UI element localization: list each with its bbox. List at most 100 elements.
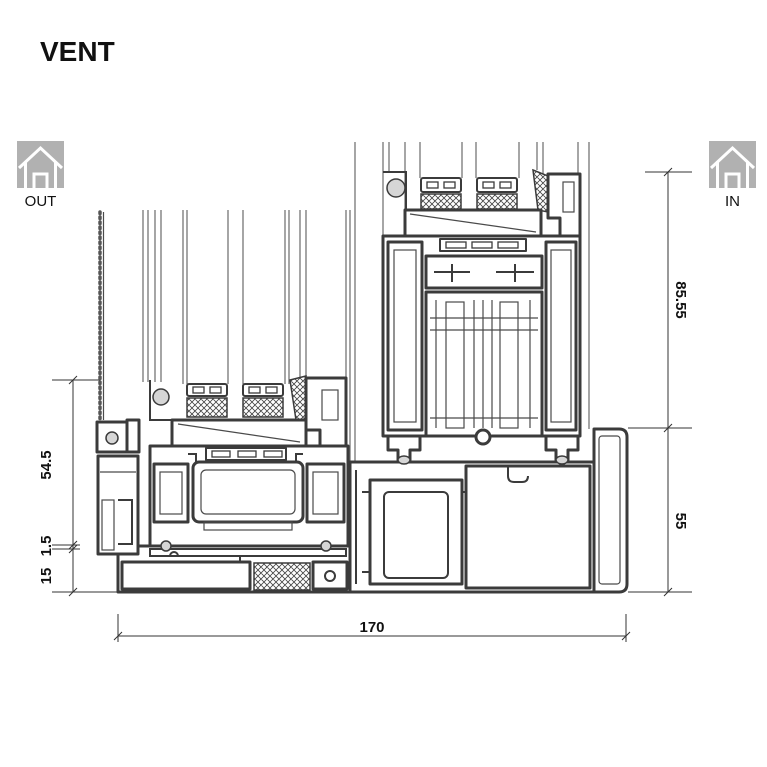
left-sash-profile [148,444,350,548]
sash-slot [237,450,257,458]
left-frame-top-strip [149,548,347,557]
left-frame-thermal-break [253,562,311,591]
right-sash-center-bump [474,428,492,446]
inside-label: IN [725,193,740,210]
left-frame-hook [324,570,336,582]
right-outer-gasket [386,178,406,198]
left-spacer-2-desiccant [242,397,284,418]
left-glazing-bead [304,376,348,448]
right-glazing-lines [354,142,590,462]
right-sash-t-connectors [434,264,534,282]
right-frame-profile [348,427,629,594]
right-sash-insulation-lines [430,300,538,428]
right-sash-right-inner [550,249,572,423]
outer-drain-slot [101,499,115,551]
left-sash-bottom-strip [203,521,293,531]
left-sash-left-inner [159,471,183,515]
dimension-label-right-lower: 55 [672,513,689,530]
outside-house-walls [24,162,57,188]
sash-slot [497,241,519,249]
left-sash-hooks [188,453,303,462]
right-dimension-ticks [663,167,673,597]
right-sash-left-inner [393,249,417,423]
spacer-slot [482,181,495,189]
spacer-slot [192,386,205,394]
right-frame-main-chamber [464,464,592,590]
dimension-label-left-upper: 54.5 [38,450,55,479]
dimension-label-bottom: 170 [359,619,384,636]
left-sash-center-chamber [191,460,305,524]
spacer-slot [443,181,456,189]
outer-holder-gasket [105,431,119,445]
sash-slot [211,450,231,458]
left-sash-center-inner [200,469,296,515]
left-setting-block-slope [177,423,301,443]
outside-house-roof [17,145,64,170]
right-sash-gasket-outer [397,455,411,465]
right-glazing-bead-chamber [562,181,575,213]
right-sash-insulating-bar-left [445,301,465,429]
right-outer-glass-stop [383,171,407,210]
left-glazing-details [149,375,348,448]
left-frame-inner-chamber [311,560,349,591]
inside-house-door [724,172,741,188]
left-inner-gasket [289,375,307,421]
inside-house-roof [709,145,756,170]
left-outer-glass-stop [149,380,174,421]
spacer-slot [265,386,278,394]
left-sash-left-chamber [152,462,190,524]
right-sash-profile [381,234,582,462]
left-spacer-1-desiccant [186,397,228,418]
sash-slot [445,241,467,249]
right-inner-gasket [532,168,549,213]
left-glazing-lines [142,210,351,462]
outer-drain-channel [118,499,133,545]
outer-holder-upright [125,418,141,454]
left-frame-clips [169,551,241,562]
right-spacer-1-desiccant [420,193,462,210]
right-dimension-chain: 85.55 55 [628,167,692,597]
outer-curtain-edge [98,210,105,422]
bottom-dimension: 170 [113,614,631,642]
left-frame-chamber [120,560,252,591]
outer-drain-profile [95,418,141,556]
sash-slot [471,241,493,249]
left-glazing-bead-chamber [321,389,339,421]
spacer-slot [499,181,512,189]
right-sash-insulating-bar-right [499,301,519,429]
right-sash-gasket-inner [555,455,569,465]
right-frame-cover-inner [598,435,621,585]
outside-label: OUT [25,193,57,210]
left-outer-gasket [152,388,170,406]
right-sash-left-chamber [386,240,424,432]
right-frame-hook [507,466,529,483]
right-setting-block-slope [409,213,537,233]
right-glazing-details [383,168,582,238]
dimension-label-left-lower: 15 [38,568,55,585]
right-sash-insulation-zone [424,290,544,438]
dimension-label-right-upper: 85.55 [672,281,689,319]
left-dimension-chain: 54.5 1.5 15 [38,375,118,597]
spacer-slot [426,181,439,189]
outside-house-icon [17,141,64,188]
left-sash-right-inner [312,471,339,515]
inside-house-walls [716,162,749,188]
inside-house-icon [709,141,756,188]
right-frame-cover [592,427,629,594]
left-frame-profile [116,540,352,594]
right-spacer-2-desiccant [476,193,518,210]
left-sash-gasket-inner [320,540,332,552]
dimension-label-left-middle: 1.5 [38,536,55,557]
right-frame-left-tube-inner [383,491,449,579]
spacer-slot [209,386,222,394]
right-frame-left-tube [368,478,464,586]
left-dimension-ticks [68,375,78,597]
bottom-dimension-ticks [113,631,631,641]
right-glazing-bead [546,172,582,238]
drawing-title: VENT [40,36,115,67]
sash-slot [263,450,283,458]
outside-house-door [32,172,49,188]
spacer-slot [248,386,261,394]
left-sash-gasket-outer [160,540,172,552]
